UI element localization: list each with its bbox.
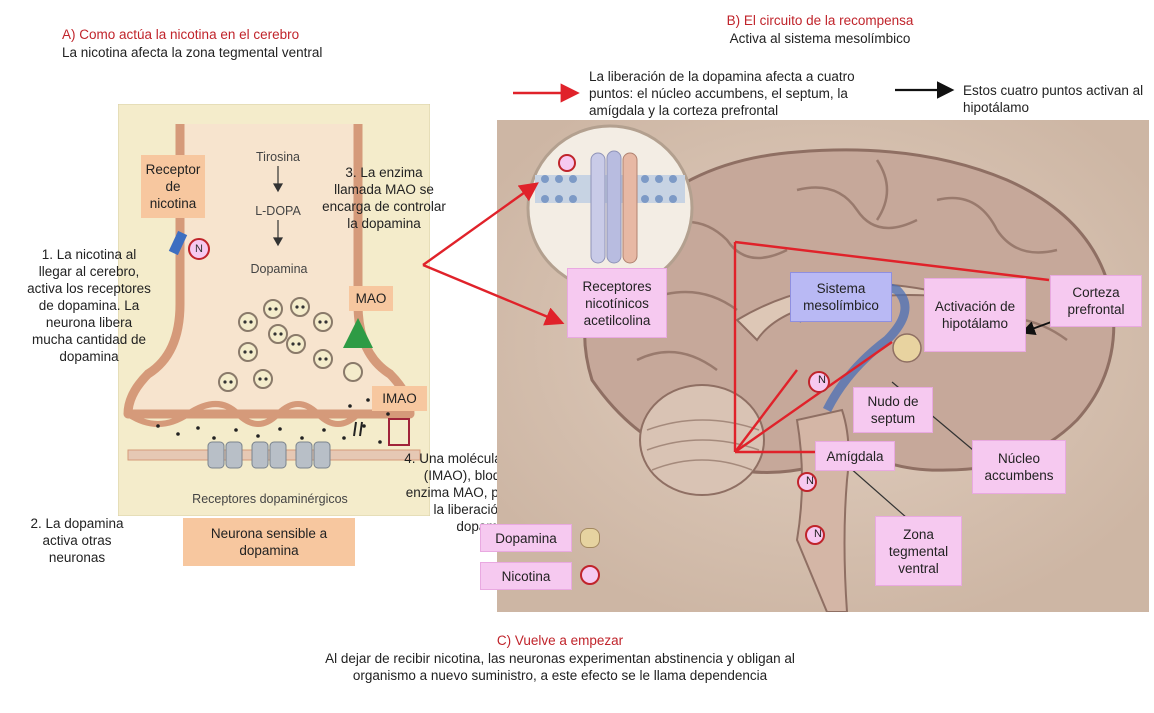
nudo-septum-box: Nudo de septum [853,387,933,433]
nicotine-icon [580,565,600,585]
zona-tegmental-box: Zona tegmental ventral [875,516,962,586]
cuatro-puntos-note: Estos cuatro puntos activan al hipotálam… [963,82,1153,116]
nucleo-accumbens-box: Núcleo accumbens [972,440,1066,494]
section-c-body: Al dejar de recibir nicotina, las neuron… [300,650,820,684]
section-c-title: C) Vuelve a empezar [360,632,760,649]
activacion-hipotalamo-box: Activación de hipotálamo [924,278,1026,352]
dopamine-icon [580,528,600,548]
amigdala-box: Amígdala [815,441,895,471]
legend-dopamina-box: Dopamina [480,524,572,552]
sistema-mesolimbico-box: Sistema mesolímbico [790,272,892,322]
receptores-nicotinicos-box: Receptores nicotínicos acetilcolina [567,268,667,338]
corteza-prefrontal-box: Corteza prefrontal [1050,275,1142,327]
legend-nicotina-box: Nicotina [480,562,572,590]
liberacion-note: La liberación de la dopamina afecta a cu… [589,68,889,119]
